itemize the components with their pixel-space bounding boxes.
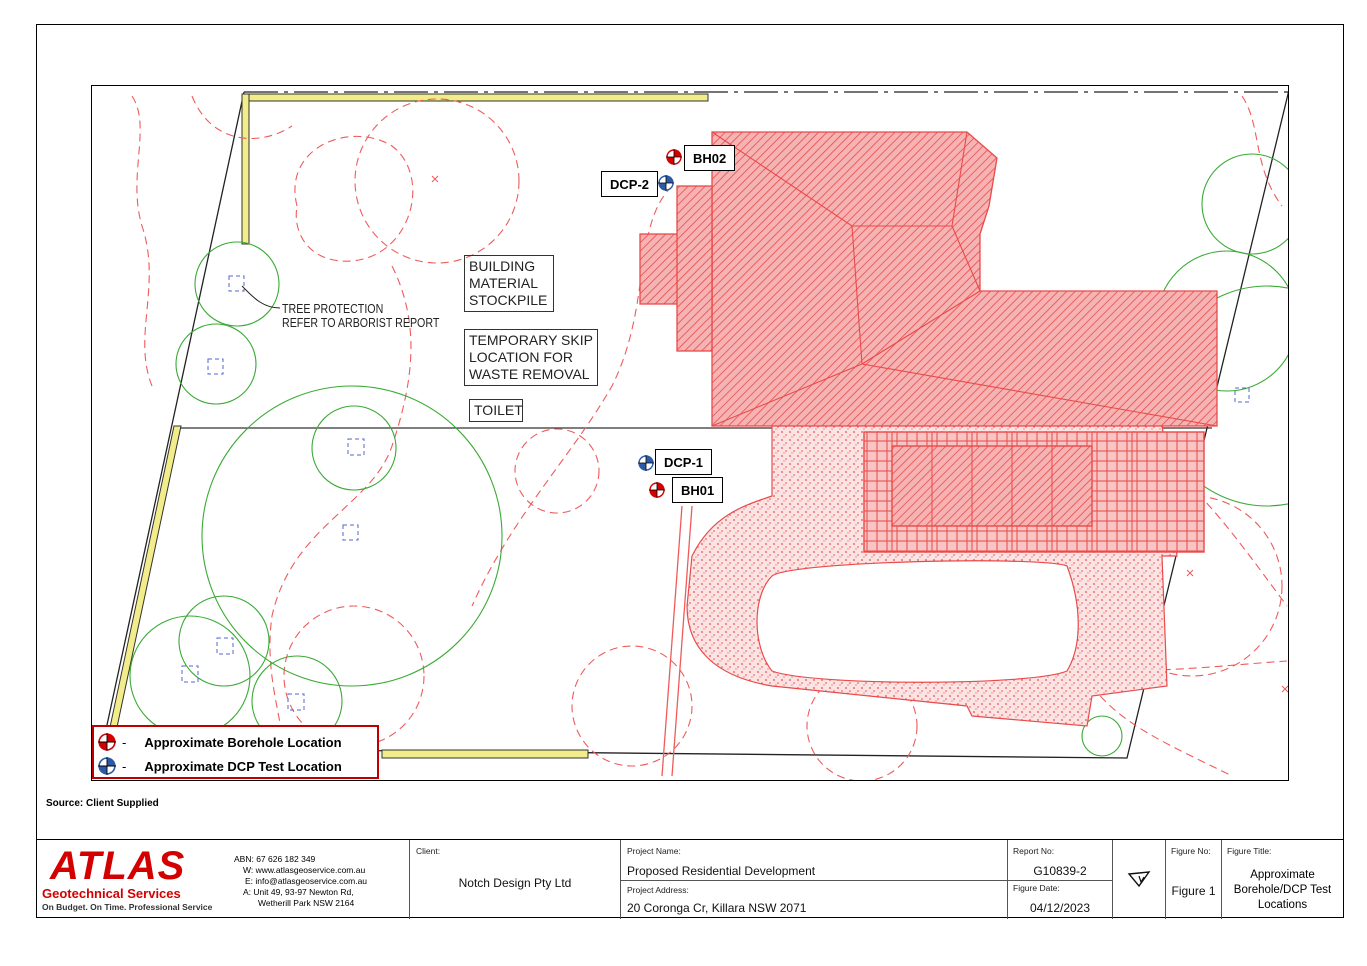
north-arrow-cell bbox=[1113, 840, 1165, 919]
legend-row-dcp: - Approximate DCP Test Location bbox=[98, 756, 342, 776]
email-link[interactable]: E: info@atlasgeoservice.com.au bbox=[245, 876, 368, 886]
figure-no-value: Figure 1 bbox=[1171, 884, 1216, 898]
logo-tag: On Budget. On Time. Professional Service bbox=[42, 902, 213, 912]
source-note: Source: Client Supplied bbox=[46, 798, 159, 809]
existing-dwelling bbox=[639, 131, 1218, 427]
skip-label-line3: WASTE REMOVAL bbox=[469, 366, 590, 382]
report-no-value: G10839-2 bbox=[1033, 864, 1087, 878]
site-plan-drawing bbox=[101, 91, 1288, 780]
borehole-icon bbox=[98, 733, 116, 751]
figure-title-line1: Approximate bbox=[1250, 869, 1315, 881]
legend-borehole-text: Approximate Borehole Location bbox=[144, 734, 342, 750]
project-name-label: Project Name: bbox=[627, 846, 681, 856]
rear-verandah bbox=[863, 431, 1205, 553]
figure-title-value: Approximate Borehole/DCP Test Locations bbox=[1222, 868, 1343, 913]
borehole-icon bbox=[666, 149, 682, 165]
legend-dcp-text: Approximate DCP Test Location bbox=[144, 758, 342, 774]
toilet-label: TOILET bbox=[469, 399, 523, 422]
fence-lines bbox=[105, 93, 709, 759]
stockpile-label-line3: STOCKPILE bbox=[469, 292, 548, 308]
skip-label-line2: LOCATION FOR bbox=[469, 349, 573, 365]
client-cell: Client: Notch Design Pty Ltd bbox=[410, 840, 620, 919]
tree-protection-label-line2: REFER TO ARBORIST REPORT bbox=[282, 315, 440, 330]
address-line2: Wetherill Park NSW 2164 bbox=[258, 898, 355, 908]
project-cell: Project Name: Proposed Residential Devel… bbox=[621, 840, 1007, 919]
site-plan: TREE PROTECTION REFER TO ARBORIST REPORT… bbox=[91, 85, 1289, 781]
figure-title-label: Figure Title: bbox=[1227, 846, 1272, 856]
bh01-label[interactable]: BH01 bbox=[672, 477, 724, 503]
figure-no-label: Figure No: bbox=[1171, 846, 1211, 856]
skip-label-line1: TEMPORARY SKIP bbox=[469, 332, 593, 348]
stockpile-label-line2: MATERIAL bbox=[469, 275, 538, 291]
title-block: ATLAS Geotechnical Services On Budget. O… bbox=[36, 839, 1344, 919]
figure-title-line3: Locations bbox=[1257, 899, 1308, 911]
legend-dash: - bbox=[122, 758, 127, 774]
dcp1-label[interactable]: DCP-1 bbox=[655, 449, 713, 475]
figure-title-line2: Borehole/DCP Test bbox=[1233, 884, 1332, 896]
abn-text: ABN: 67 626 182 349 bbox=[234, 854, 316, 864]
borehole-icon bbox=[649, 482, 665, 498]
website-link[interactable]: W: www.atlasgeoservice.com.au bbox=[243, 865, 366, 875]
dcp-icon bbox=[98, 757, 116, 775]
client-label: Client: bbox=[416, 846, 441, 856]
figure-date-label: Figure Date: bbox=[1013, 883, 1060, 893]
report-no-label: Report No: bbox=[1013, 846, 1055, 856]
legend-row-borehole: - Approximate Borehole Location bbox=[98, 732, 342, 752]
survey-marks bbox=[431, 175, 1288, 693]
figure-date-value: 04/12/2023 bbox=[1029, 901, 1091, 915]
dcp2-label[interactable]: DCP-2 bbox=[601, 171, 659, 197]
tree-protection-leader bbox=[241, 285, 281, 309]
figure-title-cell: Figure Title: Approximate Borehole/DCP T… bbox=[1222, 840, 1343, 919]
report-cell: Report No: G10839-2 Figure Date: 04/12/2… bbox=[1008, 840, 1112, 919]
project-address-label: Project Address: bbox=[627, 885, 689, 895]
north-arrow-icon bbox=[1127, 871, 1151, 888]
project-address-value: 20 Coronga Cr, Killara NSW 2071 bbox=[627, 901, 807, 915]
stockpile-label-line1: BUILDING bbox=[469, 258, 536, 274]
address-line1: A: Unit 49, 93-97 Newton Rd, bbox=[243, 887, 354, 897]
client-value: Notch Design Pty Ltd bbox=[458, 876, 572, 890]
project-name-value: Proposed Residential Development bbox=[627, 864, 816, 878]
company-logo: ATLAS Geotechnical Services On Budget. O… bbox=[36, 840, 226, 919]
dcp-icon bbox=[638, 455, 654, 471]
bh02-label[interactable]: BH02 bbox=[684, 145, 736, 171]
stockpile-label: BUILDING MATERIAL STOCKPILE bbox=[464, 255, 554, 312]
logo-main: ATLAS bbox=[50, 844, 186, 888]
figure-no-cell: Figure No: Figure 1 bbox=[1166, 840, 1221, 919]
dcp-icon bbox=[658, 175, 674, 191]
legend: - Approximate Borehole Location - Approx… bbox=[92, 725, 379, 779]
legend-dash: - bbox=[122, 734, 127, 750]
tree-protection-label-line1: TREE PROTECTION bbox=[282, 301, 384, 316]
tree-markers bbox=[181, 275, 1250, 711]
logo-sub: Geotechnical Services bbox=[42, 886, 181, 901]
contact-block: ABN: 67 626 182 349 W: www.atlasgeoservi… bbox=[234, 840, 404, 919]
skip-label: TEMPORARY SKIP LOCATION FOR WASTE REMOVA… bbox=[464, 329, 598, 386]
